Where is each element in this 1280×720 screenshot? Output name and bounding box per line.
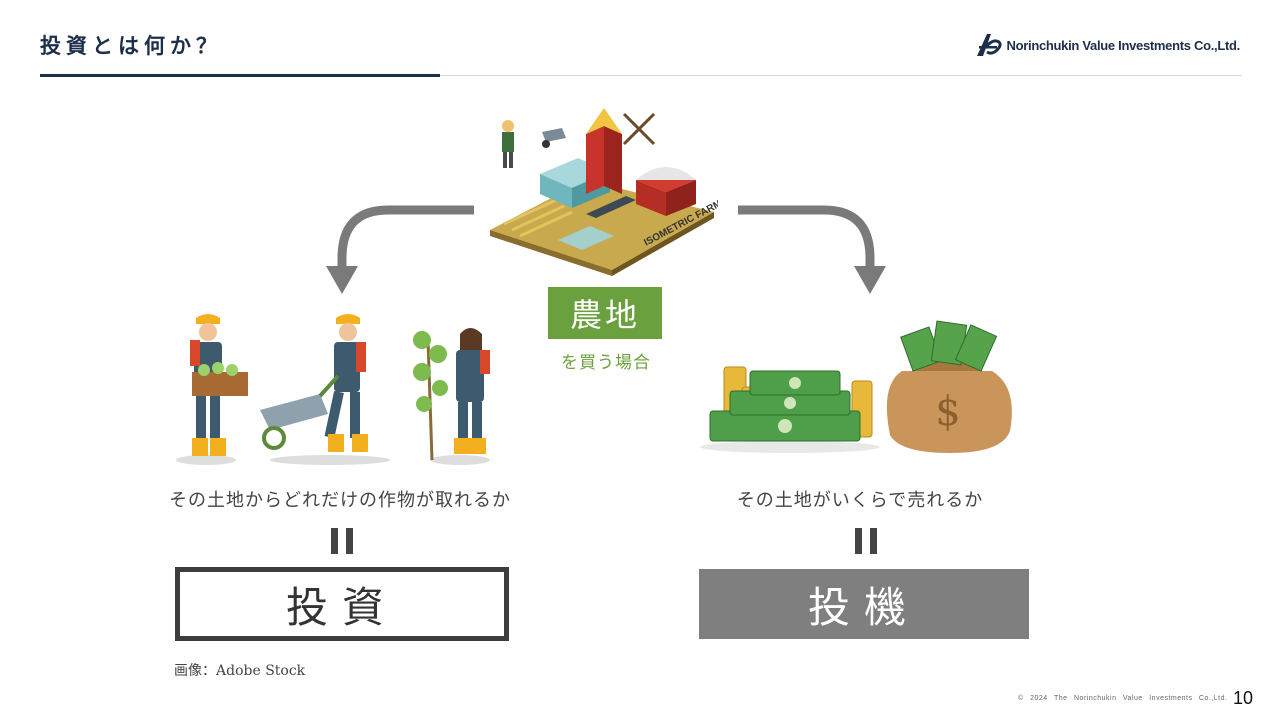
curved-arrow-left-icon	[326, 205, 474, 294]
speculation-box: 投機	[699, 569, 1029, 639]
investment-box: 投資	[175, 567, 509, 641]
curved-arrow-right-icon	[738, 205, 886, 294]
page-number: 10	[1233, 688, 1254, 708]
farmland-subtitle: を買う場合	[561, 353, 651, 373]
logo-text: Norinchukin Value Investments Co.,Ltd.	[1006, 37, 1241, 53]
caption-speculation: その土地がいくらで売れるか	[736, 490, 984, 511]
svg-text:$: $	[935, 389, 960, 435]
title-divider	[440, 75, 1242, 76]
equals-mark-right	[855, 528, 877, 554]
company-logo: Norinchukin Value Investments Co.,Ltd.	[975, 32, 1240, 58]
caption-investment: その土地からどれだけの作物が取れるか	[169, 490, 511, 511]
money-illustration: $	[700, 320, 1012, 453]
copyright-notice: © 2024 The Norinchukin Value Investments…	[1018, 695, 1228, 702]
farmland-label: 農地	[548, 287, 662, 339]
farmers-illustration	[176, 314, 490, 465]
image-credit: 画像：Adobe Stock	[174, 663, 306, 679]
page-title: 投資とは何か？	[40, 33, 222, 58]
nvi-logo-icon	[976, 34, 1002, 56]
isometric-farm-illustration: ISOMETRIC FARM	[490, 108, 718, 276]
title-underline	[40, 74, 440, 77]
equals-mark-left	[331, 528, 353, 554]
